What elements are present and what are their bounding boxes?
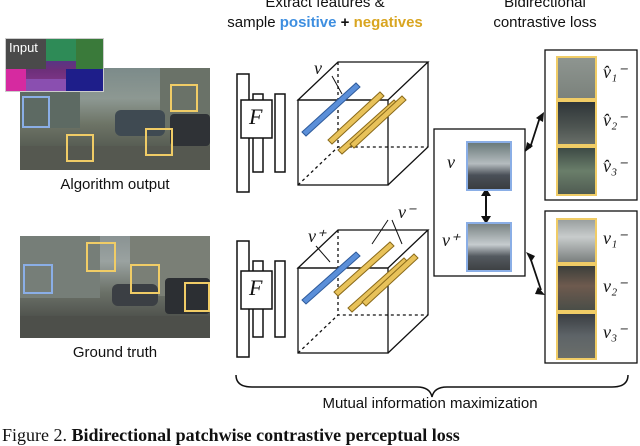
v-plus-patch [466, 222, 512, 272]
v-negative-patch-2 [556, 264, 597, 312]
seg-region [26, 79, 66, 91]
sample-word: sample [227, 14, 276, 31]
vhat-negative-patch-1 [556, 56, 597, 100]
encoder-label-top: F [249, 104, 263, 129]
v-negative-patch-3 [556, 312, 597, 360]
plus-sign: + [340, 14, 350, 31]
v-plus-label-cube: v⁺ [308, 226, 326, 246]
car-shape [112, 284, 158, 306]
seg-region [6, 39, 46, 69]
v-negative-label-2: v₂⁻ [603, 276, 627, 296]
road [20, 316, 210, 338]
algorithm-output-label: Algorithm output [60, 176, 170, 193]
algorithm-output-image [20, 68, 210, 170]
vhat-negative-label-2: v̂₂⁻ [603, 110, 627, 130]
v-patch [466, 141, 512, 191]
negative-patch-box [130, 264, 160, 294]
input-segmentation-inset: Input [5, 38, 104, 92]
ground-truth-image [20, 236, 210, 338]
vhat-negative-patch-3 [556, 146, 597, 196]
seg-region [46, 39, 76, 61]
seg-region [6, 69, 26, 91]
ground-truth-label: Ground truth [72, 344, 158, 361]
seg-region [66, 69, 103, 91]
feature-cube-top [296, 61, 430, 186]
feature-cube-bottom [296, 229, 430, 354]
car-shape [115, 110, 165, 136]
underbrace [235, 374, 629, 398]
vhat-negative-label-1: v̂₁⁻ [603, 62, 627, 82]
encoder-label-bottom: F [249, 275, 263, 300]
negative-patch-box [145, 128, 173, 156]
sample-line: sample positive + negatives [215, 14, 435, 31]
positive-feature-bar [301, 82, 361, 137]
v-negative-label-1: v₁⁻ [603, 228, 627, 248]
negative-patch-box [66, 134, 94, 162]
negative-patch-box [170, 84, 198, 112]
input-label: Input [9, 40, 38, 55]
loss-line-2: contrastive loss [493, 14, 597, 31]
negative-patch-box [184, 282, 210, 312]
v-negative-patch-1 [556, 218, 597, 264]
extract-features-title: Extract features & [215, 0, 435, 11]
v-plus-label-center: v⁺ [442, 230, 460, 250]
v-minus-label-cube: v⁻ [398, 202, 416, 222]
seg-region [76, 39, 103, 69]
loss-title-line-2: contrastive loss [465, 14, 625, 31]
caption-prefix: Figure 2. [2, 425, 72, 445]
positive-feature-bar-bottom [301, 251, 361, 305]
negative-feature-bars [327, 91, 407, 155]
encoder-bottom [236, 240, 286, 358]
mutual-information-label: Mutual information maximization [322, 395, 538, 412]
negative-patch-box [86, 242, 116, 272]
v-negative-label-3: v₃⁻ [603, 322, 627, 342]
road [20, 146, 210, 170]
car-shape [165, 278, 210, 314]
extract-line-1: Extract features & [265, 0, 385, 11]
positive-word: positive [279, 14, 337, 31]
caption-bold: Bidirectional patchwise contrastive perc… [71, 425, 460, 445]
car-shape [170, 114, 210, 146]
negatives-word: negatives [353, 14, 423, 31]
encoder-top [236, 73, 286, 193]
bidirectional-arrow [529, 116, 541, 149]
v-label-center: v [447, 152, 455, 172]
negative-feature-bars-bottom [333, 241, 419, 313]
loss-line-1: Bidirectional [504, 0, 586, 11]
positive-patch-box [22, 96, 50, 128]
vhat-negative-label-3: v̂₃⁻ [603, 156, 627, 176]
loss-title-line-1: Bidirectional [465, 0, 625, 11]
vhat-negative-patch-2 [556, 100, 597, 146]
v-label-cube: v [314, 58, 322, 78]
positive-patch-box [23, 264, 53, 294]
